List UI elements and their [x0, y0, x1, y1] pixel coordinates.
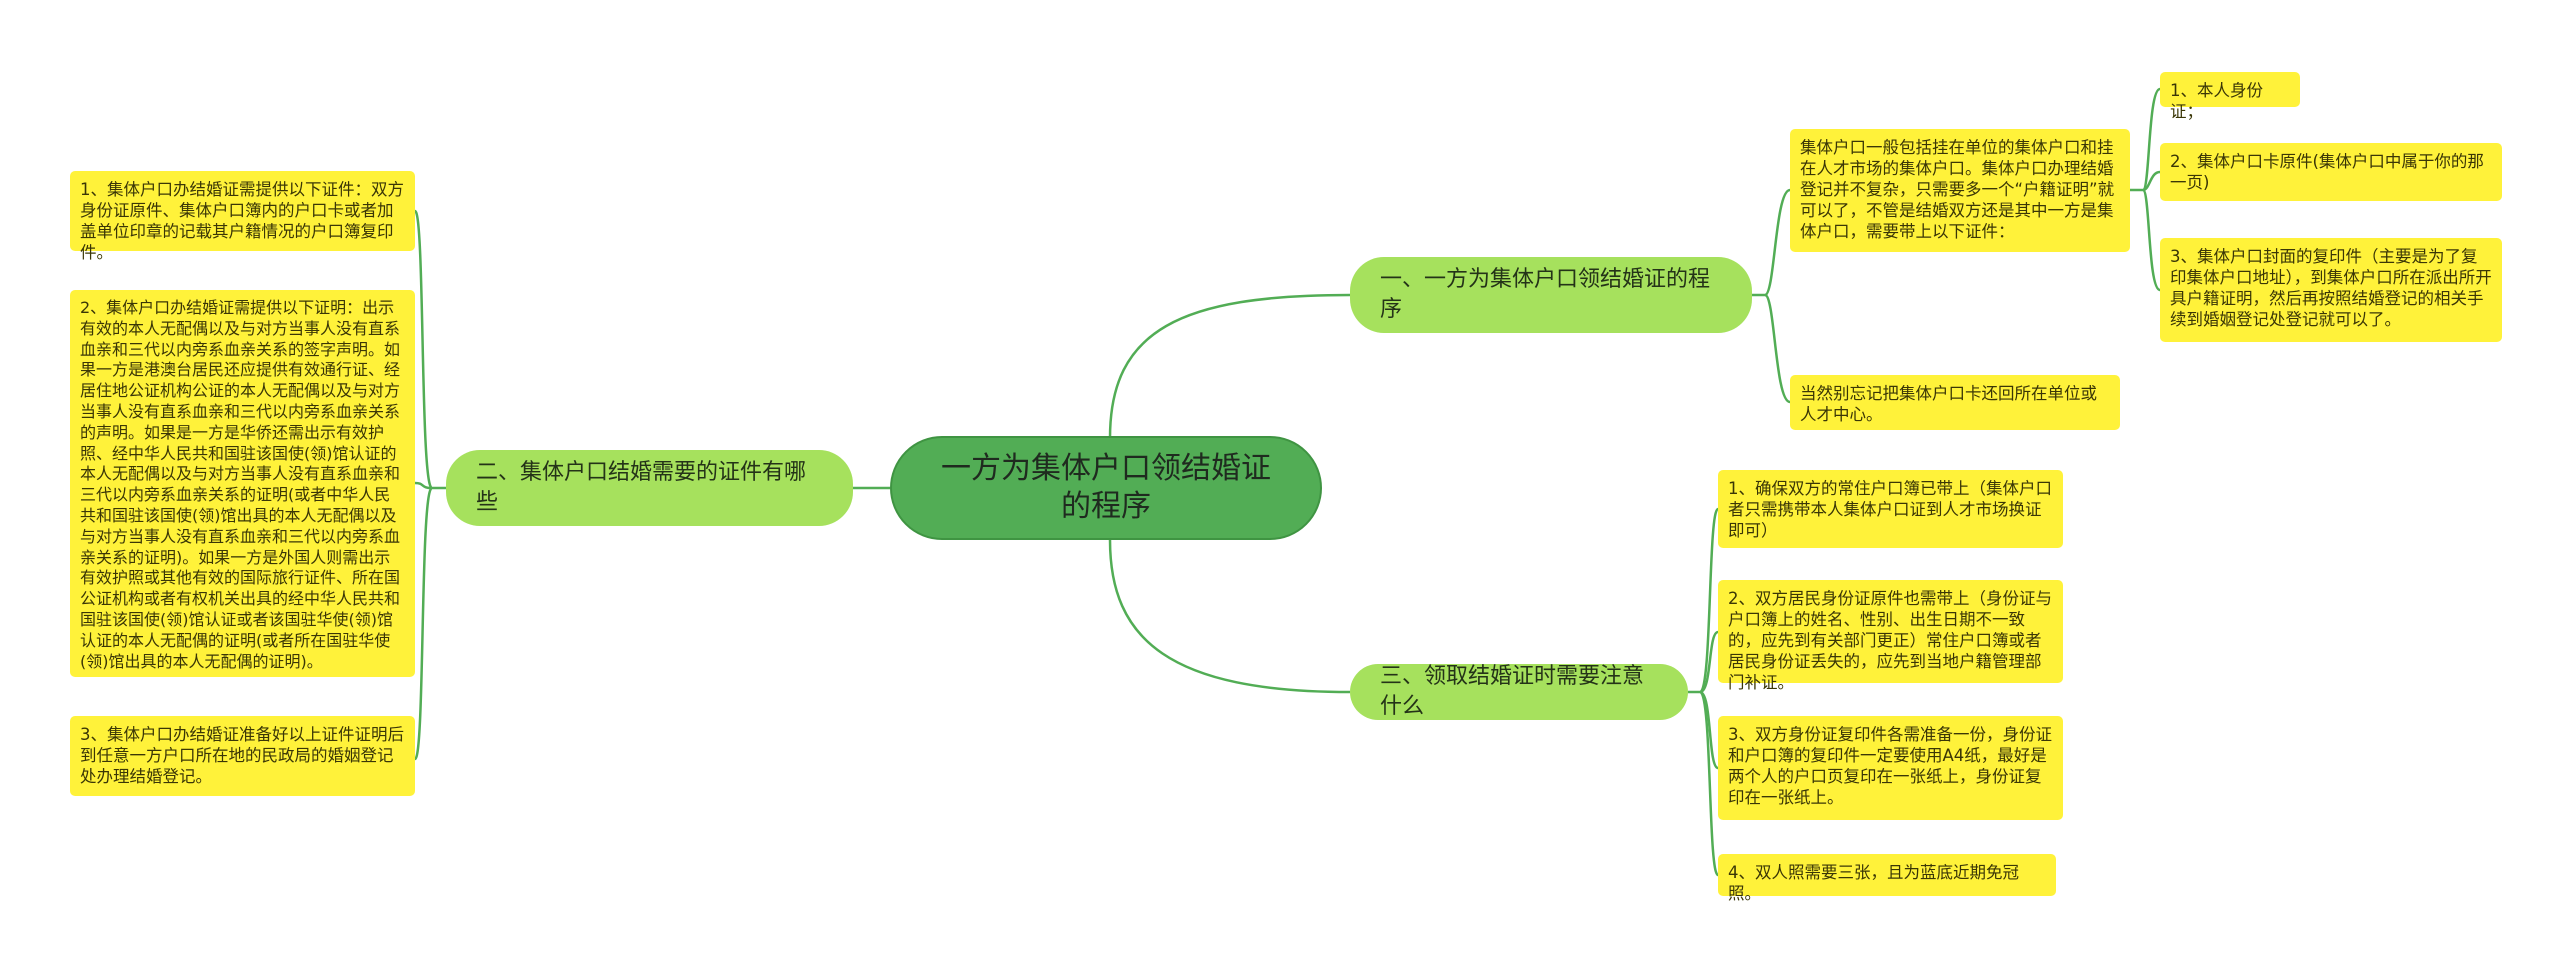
b2-item-3[interactable]: 3、集体户口办结婚证准备好以上证件证明后到任意一方户口所在地的民政局的婚姻登记处… [70, 716, 415, 796]
connector-b2-2 [414, 481, 433, 490]
b1-item-2[interactable]: 2、集体户口卡原件(集体户口中属于你的那一页) [2160, 143, 2502, 201]
connector-root-b3 [1108, 539, 1351, 694]
b1-intro-note[interactable]: 集体户口一般包括挂在单位的集体户口和挂在人才市场的集体户口。集体户口办理结婚登记… [1790, 129, 2130, 252]
connector-root-b1 [1108, 293, 1351, 439]
connector-b1-note [1763, 293, 1791, 404]
b1-note[interactable]: 当然别忘记把集体户口卡还回所在单位或人才中心。 [1790, 375, 2120, 430]
branch-1-label: 一、一方为集体户口领结婚证的程序 [1380, 267, 1711, 322]
b3-item-3[interactable]: 3、双方身份证复印件各需准备一份，身份证和户口簿的复印件一定要使用A4纸，最好是… [1718, 716, 2063, 820]
root-topic[interactable]: 一方为集体户口领结婚证的程序 [890, 436, 1322, 540]
connector-intro-2 [2142, 170, 2161, 192]
root-topic-label: 一方为集体户口领结婚证的程序 [941, 451, 1271, 524]
connector-intro-3 [2141, 188, 2162, 292]
branch-1-topic[interactable]: 一、一方为集体户口领结婚证的程序 [1350, 257, 1752, 333]
b3-item-4[interactable]: 4、双人照需要三张，且为蓝底近期免冠照。 [1718, 854, 2056, 903]
branch-2-label: 二、集体户口结婚需要的证件有哪些 [476, 460, 807, 515]
connector-b3-1 [1698, 507, 1720, 694]
b2-item-1[interactable]: 1、集体户口办结婚证需提供以下证件：双方身份证原件、集体户口簿内的户口卡或者加盖… [70, 171, 415, 262]
branch-2-topic[interactable]: 二、集体户口结婚需要的证件有哪些 [446, 450, 853, 526]
b1-item-3[interactable]: 3、集体户口封面的复印件（主要是为了复印集体户口地址），到集体户口所在派出所开具… [2160, 238, 2502, 342]
connector-b1-intro [1763, 188, 1791, 297]
b3-item-2[interactable]: 2、双方居民身份证原件也需带上（身份证与户口簿上的姓名、性别、出生日期不一致的，… [1718, 580, 2063, 692]
connector-b2-3 [413, 486, 434, 761]
b3-item-1[interactable]: 1、确保双方的常住户口簿已带上（集体户口者只需携带本人集体户口证到人才市场换证即… [1718, 470, 2063, 548]
branch-3-label: 三、领取结婚证时需要注意什么 [1380, 664, 1645, 719]
connector-intro-1 [2141, 87, 2162, 192]
connector-b3-2 [1699, 630, 1719, 694]
b2-item-2[interactable]: 2、集体户口办结婚证需提供以下证明：出示有效的本人无配偶以及与对方当事人没有直系… [70, 290, 415, 677]
b1-item-1[interactable]: 1、本人身份证； [2160, 72, 2300, 121]
branch-3-topic[interactable]: 三、领取结婚证时需要注意什么 [1350, 664, 1688, 720]
connector-b2-1 [413, 209, 434, 490]
connector-b3-4 [1698, 690, 1720, 877]
